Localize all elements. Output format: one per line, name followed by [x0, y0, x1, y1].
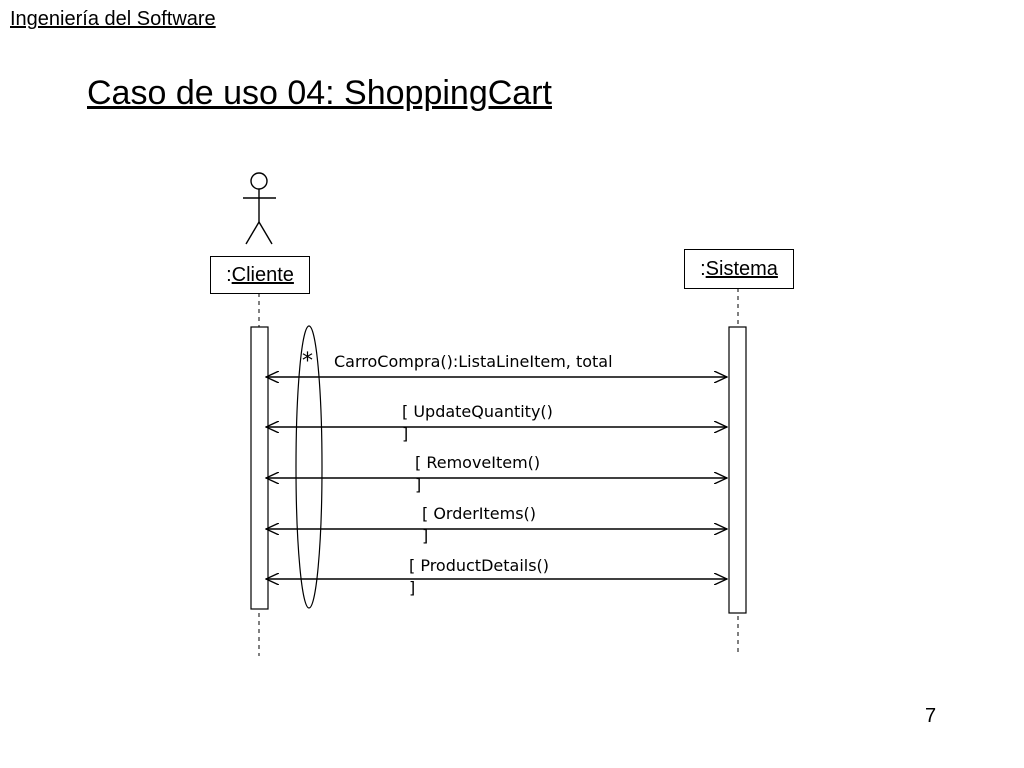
page-number: 7 [925, 705, 937, 727]
sistema-prefix: : [700, 257, 706, 280]
message-label: [ RemoveItem() ] [415, 453, 541, 494]
sistema-activation-bar [728, 326, 747, 614]
actor-icon [243, 172, 276, 245]
loop-ellipse [295, 325, 323, 609]
message-label: [ OrderItems() ] [422, 504, 537, 545]
slide-title: Caso de uso 04: ShoppingCart [87, 74, 552, 112]
message-label: [ ProductDetails() ] [409, 556, 550, 597]
message-label: CarroCompra():ListaLineItem, total [334, 352, 613, 371]
cliente-activation-bar [250, 326, 269, 610]
sistema-lifeline-box: :Sistema [684, 249, 794, 289]
course-title: Ingeniería del Software [10, 8, 216, 30]
cliente-name: Cliente [231, 263, 294, 286]
cliente-prefix: : [226, 263, 232, 286]
loop-marker: * [302, 349, 313, 374]
cliente-lifeline-box: :Cliente [210, 256, 310, 294]
sistema-name: Sistema [705, 257, 778, 280]
message-label: [ UpdateQuantity() ] [402, 402, 553, 443]
